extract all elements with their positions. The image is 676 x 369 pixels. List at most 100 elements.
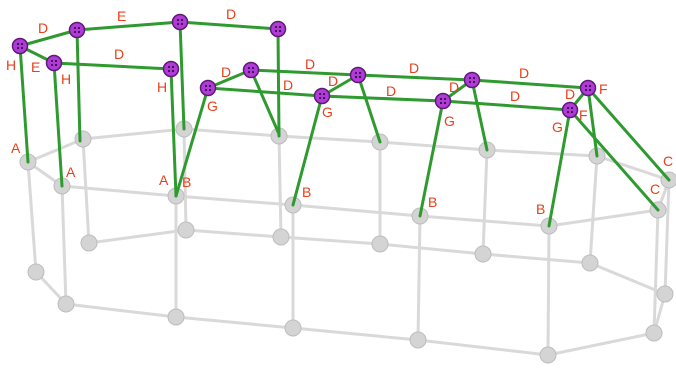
label-d-7: D bbox=[328, 73, 338, 89]
hub-bolt bbox=[472, 80, 476, 84]
hub-bolt bbox=[274, 29, 278, 33]
hub-bolt bbox=[472, 76, 476, 80]
hub-bolt bbox=[16, 46, 20, 50]
hub-bolt bbox=[171, 69, 175, 73]
hub-bolt bbox=[322, 96, 326, 100]
hub-bolt bbox=[274, 25, 278, 29]
label-a-3: A bbox=[159, 172, 169, 188]
hub-node bbox=[269, 20, 287, 38]
top-hubs bbox=[11, 13, 597, 119]
label-b-1: B bbox=[182, 174, 191, 190]
frame-beam bbox=[64, 302, 178, 319]
label-d-3: D bbox=[114, 46, 124, 62]
hub-bolt bbox=[278, 25, 282, 29]
green-strut bbox=[356, 73, 474, 82]
label-f-2: F bbox=[579, 107, 588, 123]
hub-bolt bbox=[570, 106, 574, 110]
frame-beam bbox=[291, 203, 422, 218]
hub-bolt bbox=[167, 65, 171, 69]
label-d-10: D bbox=[449, 79, 459, 95]
green-strut bbox=[418, 99, 445, 218]
frame-beam bbox=[81, 137, 91, 245]
hub-bolt bbox=[251, 66, 255, 70]
green-strut bbox=[18, 28, 79, 48]
frame-beam bbox=[26, 160, 38, 274]
frame-joint bbox=[80, 234, 98, 252]
label-d-4: D bbox=[221, 64, 231, 80]
frame-joint bbox=[74, 130, 92, 148]
frame-beam bbox=[182, 127, 281, 138]
green-strut bbox=[178, 20, 280, 31]
green-strut bbox=[470, 78, 489, 152]
green-strut bbox=[52, 61, 173, 71]
frame-beam bbox=[546, 331, 656, 357]
green-strut bbox=[586, 86, 599, 158]
frame-beam bbox=[546, 224, 551, 357]
frame-joint bbox=[656, 285, 674, 303]
frame-beam bbox=[485, 148, 599, 158]
label-c-2: C bbox=[650, 181, 660, 197]
hub-node bbox=[242, 61, 260, 79]
label-d-2: D bbox=[226, 6, 236, 22]
hub-bolt bbox=[322, 92, 326, 96]
hub-ball bbox=[171, 13, 189, 31]
hub-bolt bbox=[180, 22, 184, 26]
label-a-2: A bbox=[66, 164, 76, 180]
green-strut bbox=[441, 99, 572, 112]
hub-node bbox=[45, 54, 63, 72]
hub-bolt bbox=[570, 110, 574, 114]
hub-node bbox=[313, 87, 331, 105]
hub-bolt bbox=[588, 84, 592, 88]
label-e-2: E bbox=[31, 59, 40, 75]
hub-bolt bbox=[247, 70, 251, 74]
label-d-12: D bbox=[510, 88, 520, 104]
label-g-2: G bbox=[322, 104, 333, 120]
green-strut bbox=[178, 20, 186, 131]
frame-beam bbox=[416, 338, 550, 357]
hub-node bbox=[463, 71, 481, 89]
frame-beam bbox=[87, 228, 188, 245]
hub-ball bbox=[561, 101, 579, 119]
frame-beam bbox=[652, 208, 660, 335]
frame-beam bbox=[174, 194, 295, 207]
green-strut bbox=[291, 94, 324, 207]
frame-joint bbox=[57, 295, 75, 313]
hub-bolt bbox=[20, 42, 24, 46]
label-f-1: F bbox=[599, 81, 608, 97]
hub-ball bbox=[68, 21, 86, 39]
label-d-6: D bbox=[283, 77, 293, 93]
hub-bolt bbox=[278, 29, 282, 33]
green-strut bbox=[18, 44, 30, 164]
label-d-8: D bbox=[409, 60, 419, 76]
frame-beam bbox=[378, 242, 485, 256]
hub-bolt bbox=[180, 18, 184, 22]
green-strut bbox=[586, 86, 671, 182]
hub-bolt bbox=[77, 30, 81, 34]
frame-joint bbox=[539, 346, 557, 364]
hub-ball bbox=[45, 54, 63, 72]
hub-bolt bbox=[358, 75, 362, 79]
hub-node bbox=[199, 79, 217, 97]
green-strut bbox=[547, 108, 572, 228]
hub-bolt bbox=[208, 84, 212, 88]
green-strut bbox=[206, 86, 324, 98]
hub-bolt bbox=[171, 65, 175, 69]
top-struts bbox=[18, 20, 671, 228]
green-strut bbox=[75, 28, 82, 143]
hub-bolt bbox=[16, 42, 20, 46]
frame-beam bbox=[481, 148, 489, 256]
frame-beam bbox=[588, 261, 667, 296]
strut-labels: D E D H E H D H D D D D D D D D D D G G … bbox=[6, 6, 673, 217]
hub-ball bbox=[349, 66, 367, 84]
hub-bolt bbox=[251, 70, 255, 74]
hub-ball bbox=[199, 79, 217, 97]
hub-ball bbox=[162, 60, 180, 78]
label-g-3: G bbox=[444, 113, 455, 129]
hub-bolt bbox=[204, 88, 208, 92]
frame-beam bbox=[588, 154, 599, 265]
hub-node bbox=[11, 37, 29, 55]
green-strut bbox=[249, 68, 360, 77]
label-d-9: D bbox=[386, 83, 396, 99]
hub-bolt bbox=[588, 88, 592, 92]
